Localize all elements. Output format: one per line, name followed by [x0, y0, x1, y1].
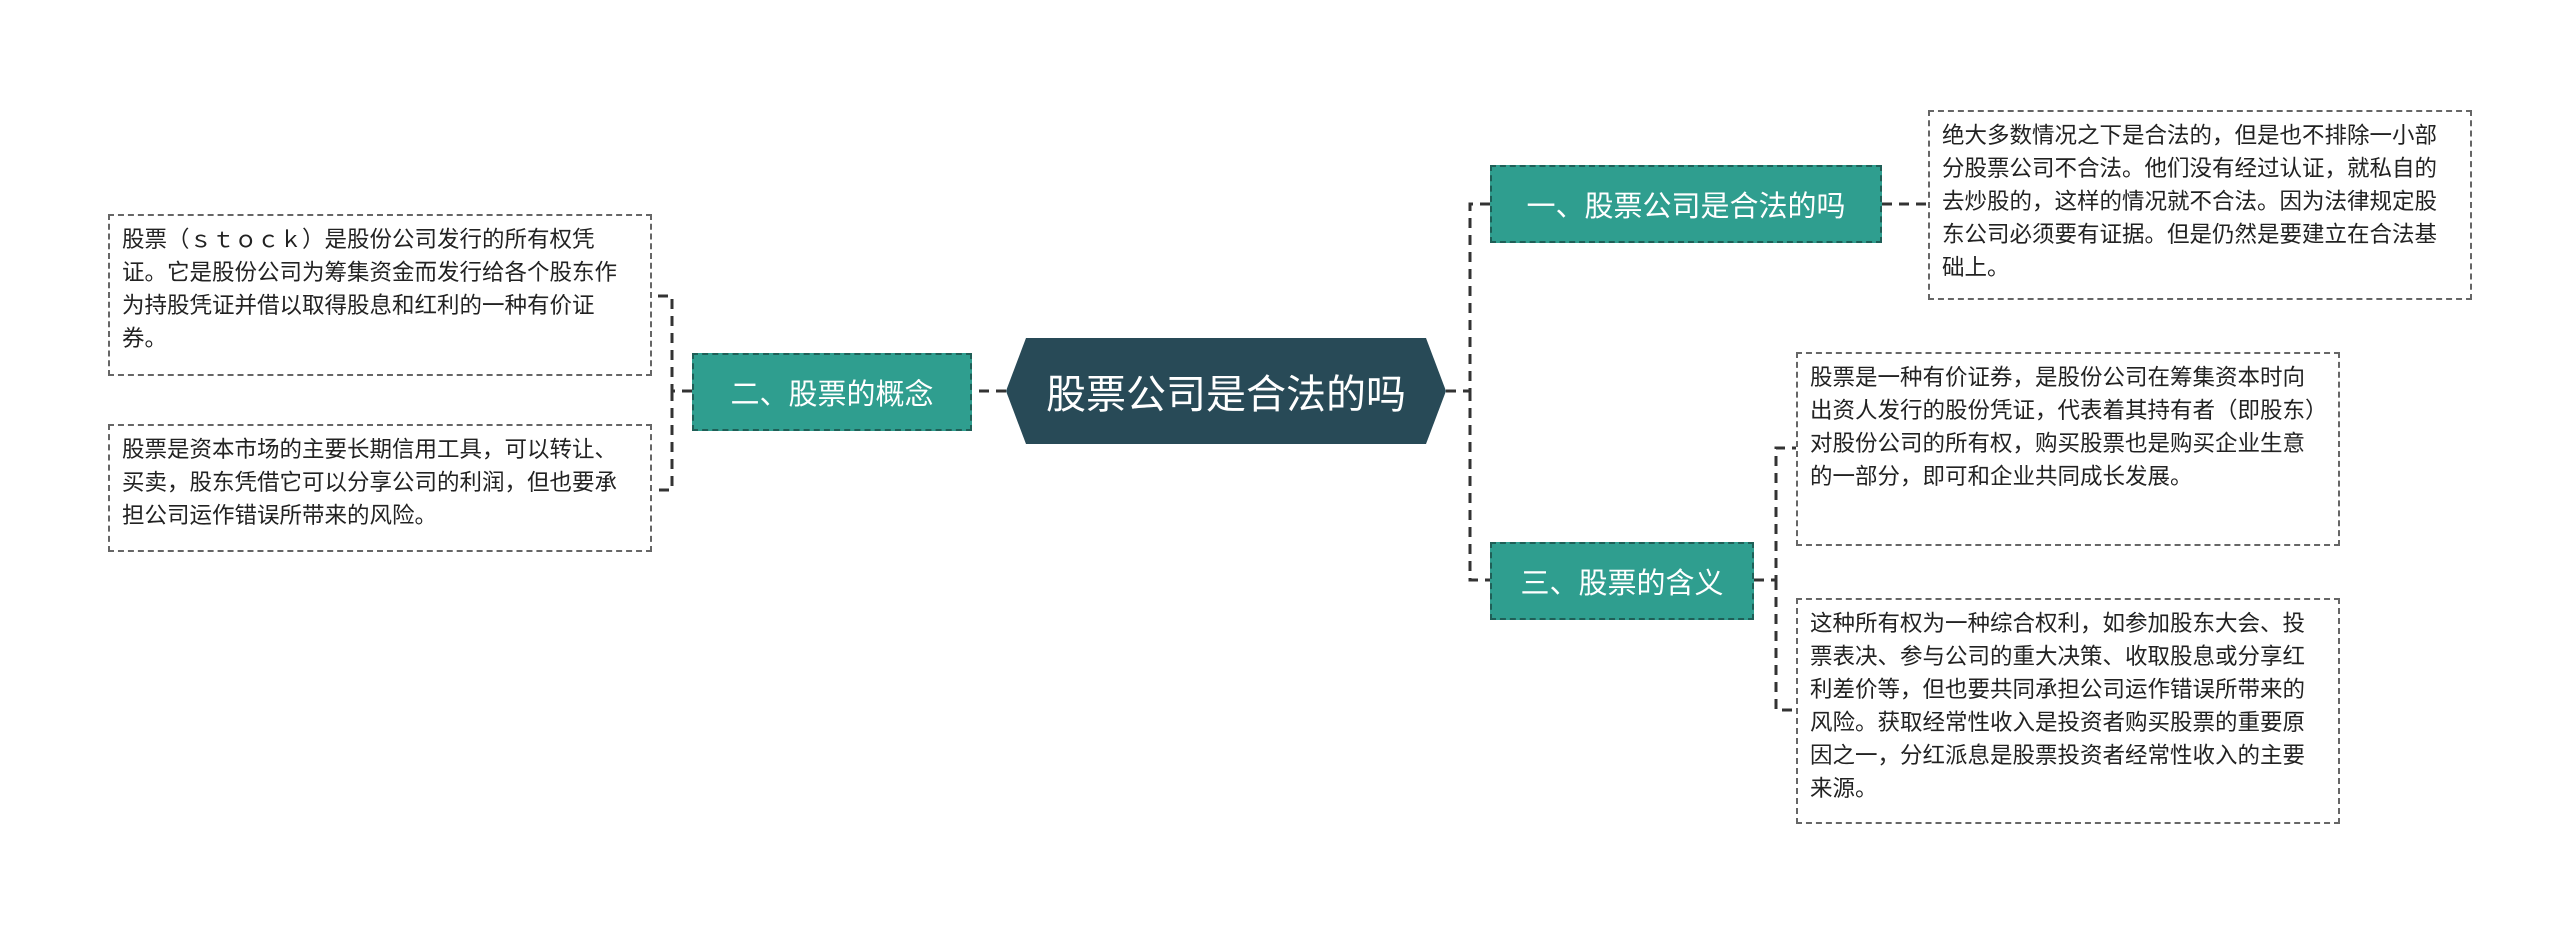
connector-b3-leaf2	[1774, 580, 1796, 712]
root-hexagon-shape	[1006, 338, 1446, 444]
leaf-b3-1[interactable]: 股票是一种有价证券，是股份公司在筹集资本时向出资人发行的股份凭证，代表着其持有者…	[1796, 352, 2340, 546]
leaf-b1-1[interactable]: 绝大多数情况之下是合法的，但是也不排除一小部分股票公司不合法。他们没有经过认证，…	[1928, 110, 2472, 300]
leaf-b2-1-text: 股票（ｓｔｏｃｋ）是股份公司发行的所有权凭证。它是股份公司为筹集资金而发行给各个…	[122, 227, 618, 352]
leaf-b2-2-text: 股票是资本市场的主要长期信用工具，可以转让、买卖，股东凭借它可以分享公司的利润，…	[122, 437, 618, 529]
branch-node-3[interactable]: 三、股票的含义	[1490, 542, 1754, 620]
leaf-b3-1-text: 股票是一种有价证券，是股份公司在筹集资本时向出资人发行的股份凭证，代表着其持有者…	[1810, 365, 2317, 490]
leaf-b2-1[interactable]: 股票（ｓｔｏｃｋ）是股份公司发行的所有权凭证。它是股份公司为筹集资金而发行给各个…	[108, 214, 652, 376]
branch-node-1[interactable]: 一、股票公司是合法的吗	[1490, 165, 1882, 243]
connector-b3-leaf1	[1754, 446, 1796, 582]
leaf-b2-2[interactable]: 股票是资本市场的主要长期信用工具，可以转让、买卖，股东凭借它可以分享公司的利润，…	[108, 424, 652, 552]
connector-root-b1	[1446, 202, 1490, 393]
leaf-b1-1-text: 绝大多数情况之下是合法的，但是也不排除一小部分股票公司不合法。他们没有经过认证，…	[1942, 123, 2438, 281]
branch-3-label: 三、股票的含义	[1520, 566, 1724, 600]
branch-2-label: 二、股票的概念	[730, 377, 934, 411]
connector-b2-leaf2	[652, 391, 674, 492]
root-label: 股票公司是合法的吗	[1046, 372, 1406, 418]
connector-b2-leaf1	[652, 294, 692, 393]
leaf-b3-2[interactable]: 这种所有权为一种综合权利，如参加股东大会、投票表决、参与公司的重大决策、收取股息…	[1796, 598, 2340, 824]
root-node[interactable]: 股票公司是合法的吗	[1006, 338, 1446, 444]
leaf-b3-2-text: 这种所有权为一种综合权利，如参加股东大会、投票表决、参与公司的重大决策、收取股息…	[1810, 611, 2306, 802]
branch-1-label: 一、股票公司是合法的吗	[1526, 189, 1846, 223]
connector-root-b3	[1468, 391, 1490, 582]
branch-node-2[interactable]: 二、股票的概念	[692, 353, 972, 431]
